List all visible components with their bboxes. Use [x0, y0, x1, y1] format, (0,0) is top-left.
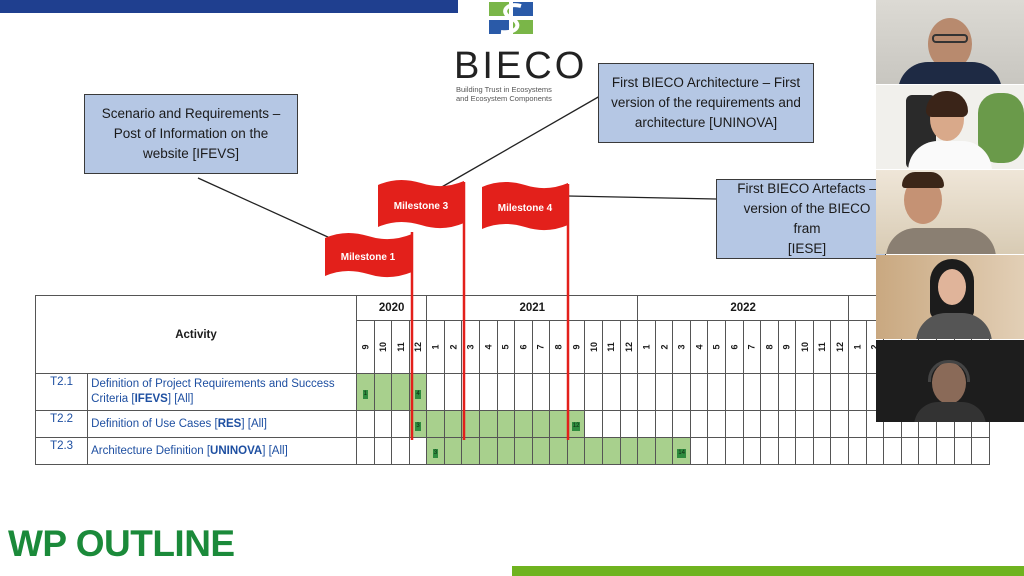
participant-video-tile[interactable]: [876, 170, 1024, 254]
task-name-text: Definition of Project Requirements and S…: [91, 378, 335, 405]
callout-connector-line: [567, 195, 717, 200]
gantt-bar-cell: [443, 437, 463, 465]
task-leader: RES: [217, 417, 242, 430]
task-id: T2.1: [34, 373, 89, 411]
gantt-cell: [408, 437, 428, 465]
gantt-bar-cell: [496, 437, 516, 465]
gantt-bar-cell: [391, 373, 410, 411]
callout-line: First BIECO Artefacts –: [737, 181, 877, 196]
milestone-1-flag-icon: [325, 232, 412, 278]
gantt-bar-cell: 3: [408, 410, 428, 438]
bieco-logo-icon: [489, 2, 533, 35]
milestone-4-label: Milestone 4: [498, 203, 553, 214]
task-name-text: ] [All]: [241, 417, 267, 430]
callout-line: Post of Information on the: [113, 126, 269, 141]
top-accent-bar: [0, 0, 458, 13]
callout-line: architecture [UNINOVA]: [634, 115, 778, 130]
task-name: Definition of Project Requirements and S…: [87, 373, 358, 411]
participant-video-tile[interactable]: [876, 255, 1024, 339]
callout-connector-line: [197, 177, 331, 239]
milestone-3-flag-icon: [378, 179, 464, 229]
month-marker: 1: [362, 389, 368, 399]
gantt-cell: [830, 437, 850, 465]
gantt-bar-cell: [601, 437, 621, 465]
month-marker: 4: [415, 389, 421, 399]
gantt-cell: [971, 437, 990, 465]
gantt-bar-cell: [619, 437, 639, 465]
callout-scenario-requirements: Scenario and Requirements – Post of Info…: [84, 94, 298, 174]
month-marker: 12: [571, 421, 581, 431]
participant-video-tile[interactable]: [876, 340, 1024, 422]
participant-avatar: [928, 18, 972, 70]
headset-icon: [928, 360, 970, 382]
gantt-bar-cell: [461, 410, 480, 438]
callout-line: version of the BIECO fram: [743, 201, 871, 236]
gantt-bar-cell: [514, 410, 533, 438]
task-name-text: Definition of Use Cases [: [91, 417, 218, 430]
gantt-bar-cell: [479, 410, 498, 438]
task-id: T2.3: [34, 437, 89, 465]
callout-line: First BIECO Architecture – First: [611, 75, 801, 90]
month-marker: 3: [432, 448, 439, 458]
task-leader: IFEVS: [134, 393, 168, 405]
callout-connector-line: [439, 95, 601, 189]
gantt-bar-cell: [531, 437, 551, 465]
gantt-bar-cell: [549, 410, 568, 438]
task-name: Definition of Use Cases [RES] [All]: [87, 410, 358, 438]
gantt-bar-cell: 4: [408, 373, 428, 411]
milestone-3-label: Milestone 3: [394, 201, 449, 212]
logo-tagline: Building Trust in Ecosystems: [456, 85, 552, 94]
task-id: T2.2: [34, 410, 89, 438]
gantt-bar-cell: [479, 437, 498, 465]
task-name: Architecture Definition [UNINOVA] [All]: [87, 437, 358, 465]
task-name-text: Architecture Definition [: [91, 444, 211, 457]
callout-line: version of the requirements and: [611, 95, 801, 110]
logo-tagline: and Ecosystem Components: [456, 94, 552, 103]
logo-wordmark: BIECO: [454, 45, 588, 87]
callout-line: [IESE]: [787, 241, 827, 256]
gantt-bar-cell: [637, 437, 656, 465]
gantt-bar-cell: [426, 410, 445, 438]
gantt-bar-cell: 14: [672, 437, 691, 465]
participant-video-tile[interactable]: [876, 85, 1024, 169]
slide-title: WP OUTLINE: [8, 523, 235, 564]
callout-line: website [IFEVS]: [142, 146, 240, 161]
gantt-bar-cell: 3: [426, 437, 445, 465]
task-name-text: ] [All]: [167, 393, 194, 405]
callout-first-artefacts: First BIECO Artefacts – version of the B…: [716, 179, 886, 259]
milestone-4-flag-icon: [482, 181, 568, 231]
callout-line: Scenario and Requirements –: [101, 106, 281, 121]
activity-header: Activity: [34, 295, 358, 374]
task-leader: UNINOVA: [210, 444, 263, 457]
bottom-accent-bar: [512, 566, 1024, 576]
milestone-1-label: Milestone 1: [341, 252, 396, 263]
gantt-bar-cell: [566, 437, 586, 465]
month-marker: 14: [677, 448, 686, 458]
participant-video-tile[interactable]: [876, 0, 1024, 84]
callout-first-architecture: First BIECO Architecture – First version…: [598, 63, 814, 143]
month-marker: 3: [415, 421, 421, 431]
gantt-bar-cell: [496, 410, 516, 438]
task-name-text: ] [All]: [262, 444, 288, 457]
glasses-icon: [932, 34, 968, 43]
